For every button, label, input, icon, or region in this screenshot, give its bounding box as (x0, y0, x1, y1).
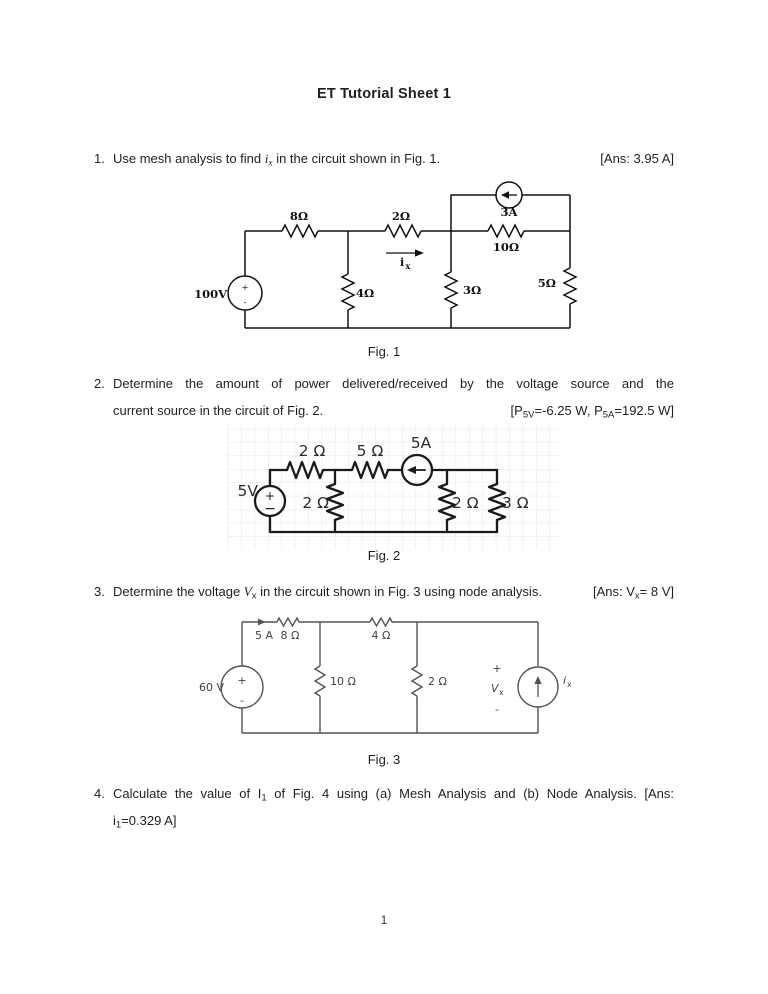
minus-sign: − (264, 501, 276, 517)
resistor-2ohm-mid (325, 482, 345, 522)
resistor-10ohm (313, 665, 327, 697)
plus-sign: + (237, 674, 246, 687)
fig3-wires (220, 616, 559, 734)
resistor-2ohm-right (437, 482, 457, 522)
resistor-2ohm (410, 665, 424, 697)
graph-paper-grid (227, 423, 559, 549)
arrow-right-icon (415, 249, 424, 257)
vx-plus-sign: + (492, 662, 501, 675)
resistor-4ohm (369, 616, 393, 628)
resistor-8ohm (281, 223, 319, 239)
problem-4-number: 4. (94, 786, 105, 801)
label-5a: 5 A (255, 629, 273, 642)
label-5ohm: 5 Ω (357, 442, 384, 460)
fig3-labels: 5 A 8 Ω 4 Ω 10 Ω 2 Ω 60 V + - + V x - i … (199, 629, 572, 716)
plus-sign: + (265, 489, 275, 503)
resistor-2ohm (384, 223, 422, 239)
label-10ohm: 10Ω (493, 240, 519, 254)
fig3-circuit-diagram: 5 A 8 Ω 4 Ω 10 Ω 2 Ω 60 V + - + V x - i … (199, 616, 572, 734)
problem-1-text: Use mesh analysis to find ix in the circ… (113, 151, 441, 169)
problem-1-answer: [Ans: 3.95 A] (600, 151, 674, 166)
fig3-arrowheads (258, 618, 542, 684)
vx-variable: V (243, 584, 252, 599)
fig2-caption: Fig. 2 (367, 548, 401, 563)
page-number: 1 (380, 913, 388, 927)
label-10ohm: 10 Ω (330, 675, 356, 688)
label-5ohm: 5Ω (538, 276, 556, 290)
label-3a: 3A (501, 205, 519, 219)
problem-4-line2: i1=0.329 A] (113, 813, 177, 831)
label-2ohm: 2 Ω (428, 675, 447, 688)
problem-2-line2: current source in the circuit of Fig. 2.… (113, 402, 674, 421)
minus-sign: - (240, 694, 244, 707)
resistor-3ohm (443, 271, 459, 309)
minus-sign: - (244, 298, 247, 308)
label-3ohm: 3 Ω (502, 494, 529, 512)
fig2-labels: 2 Ω 5 Ω 5A 5V 2 Ω 2 Ω 3 Ω + − (238, 434, 529, 517)
problem-3-answer: [Ans: Vx= 8 V] (593, 584, 674, 602)
fig1-labels: 8Ω 2Ω 10Ω 3A 4Ω 3Ω 5Ω 100V + - i x (194, 205, 556, 308)
label-2ohm-top: 2 Ω (299, 442, 326, 460)
resistor-10ohm (487, 223, 525, 239)
arrow-up-icon (534, 676, 542, 684)
problem-2-line1: Determine the amount of power delivered/… (113, 376, 674, 391)
label-ix-sub: x (567, 680, 572, 689)
fig1-circuit-diagram: 8Ω 2Ω 10Ω 3A 4Ω 3Ω 5Ω 100V + - i x (194, 181, 578, 329)
arrow-right-icon (258, 618, 266, 626)
label-ix: i (563, 674, 566, 687)
label-100v: 100V (194, 287, 228, 301)
problem-3-text: Determine the voltage Vx in the circuit … (113, 584, 542, 602)
label-5v: 5V (238, 482, 259, 500)
arrow-left-icon (501, 191, 509, 199)
problem-2: 2. Determine the amount of power deliver… (94, 375, 674, 421)
label-3ohm: 3Ω (463, 283, 481, 297)
plus-sign: + (241, 283, 248, 293)
fig2-circuit-diagram: 2 Ω 5 Ω 5A 5V 2 Ω 2 Ω 3 Ω + − (227, 423, 559, 549)
problem-3-number: 3. (94, 584, 105, 599)
label-8ohm: 8Ω (290, 209, 308, 223)
problem-2-number: 2. (94, 376, 105, 391)
label-2ohm: 2Ω (392, 209, 410, 223)
problem-1-number: 1. (94, 151, 105, 166)
resistor-3ohm (487, 482, 507, 522)
arrow-left-icon (407, 466, 416, 474)
page-title: ET Tutorial Sheet 1 (316, 86, 452, 102)
problem-4: 4. Calculate the value of I1 of Fig. 4 u… (94, 785, 674, 831)
problem-2-answer: [P5V=-6.25 W, P5A=192.5 W] (510, 403, 674, 421)
resistor-2ohm-top (285, 460, 325, 480)
ix-variable: i (264, 151, 269, 166)
fig2-arrowheads (407, 466, 416, 474)
label-5a: 5A (411, 434, 432, 452)
resistor-4ohm (340, 273, 356, 311)
problem-4-line1: Calculate the value of I1 of Fig. 4 usin… (113, 786, 674, 804)
label-8ohm: 8 Ω (281, 629, 300, 642)
fig3-caption: Fig. 3 (367, 752, 401, 767)
fig1-wires (227, 181, 578, 329)
label-60v: 60 V (199, 681, 224, 694)
label-vx: V (491, 682, 500, 695)
resistor-5ohm (350, 460, 390, 480)
problem-2-line2-text: current source in the circuit of Fig. 2. (113, 403, 324, 418)
label-2ohm-right: 2 Ω (452, 494, 479, 512)
problem-3: 3. Determine the voltage Vx in the circu… (94, 583, 674, 602)
problem-2-body: Determine the amount of power delivered/… (113, 375, 674, 421)
label-vx-sub: x (499, 688, 504, 697)
problem-1: 1. Use mesh analysis to find ix in the c… (94, 150, 674, 169)
vx-minus-sign: - (495, 703, 499, 716)
fig1-arrowheads (415, 191, 509, 257)
label-2ohm-mid: 2 Ω (302, 494, 329, 512)
fig1-caption: Fig. 1 (367, 344, 401, 359)
problem-3-body: Determine the voltage Vx in the circuit … (113, 583, 674, 602)
label-4ohm: 4 Ω (372, 629, 391, 642)
problem-4-body: Calculate the value of I1 of Fig. 4 usin… (113, 785, 674, 831)
resistor-8ohm (276, 616, 300, 628)
fig2-wires (253, 453, 507, 534)
label-ix: i (400, 256, 404, 269)
problem-1-body: Use mesh analysis to find ix in the circ… (113, 150, 674, 169)
resistor-5ohm (562, 267, 578, 305)
label-ix-sub: x (406, 261, 411, 271)
label-4ohm: 4Ω (356, 286, 374, 300)
